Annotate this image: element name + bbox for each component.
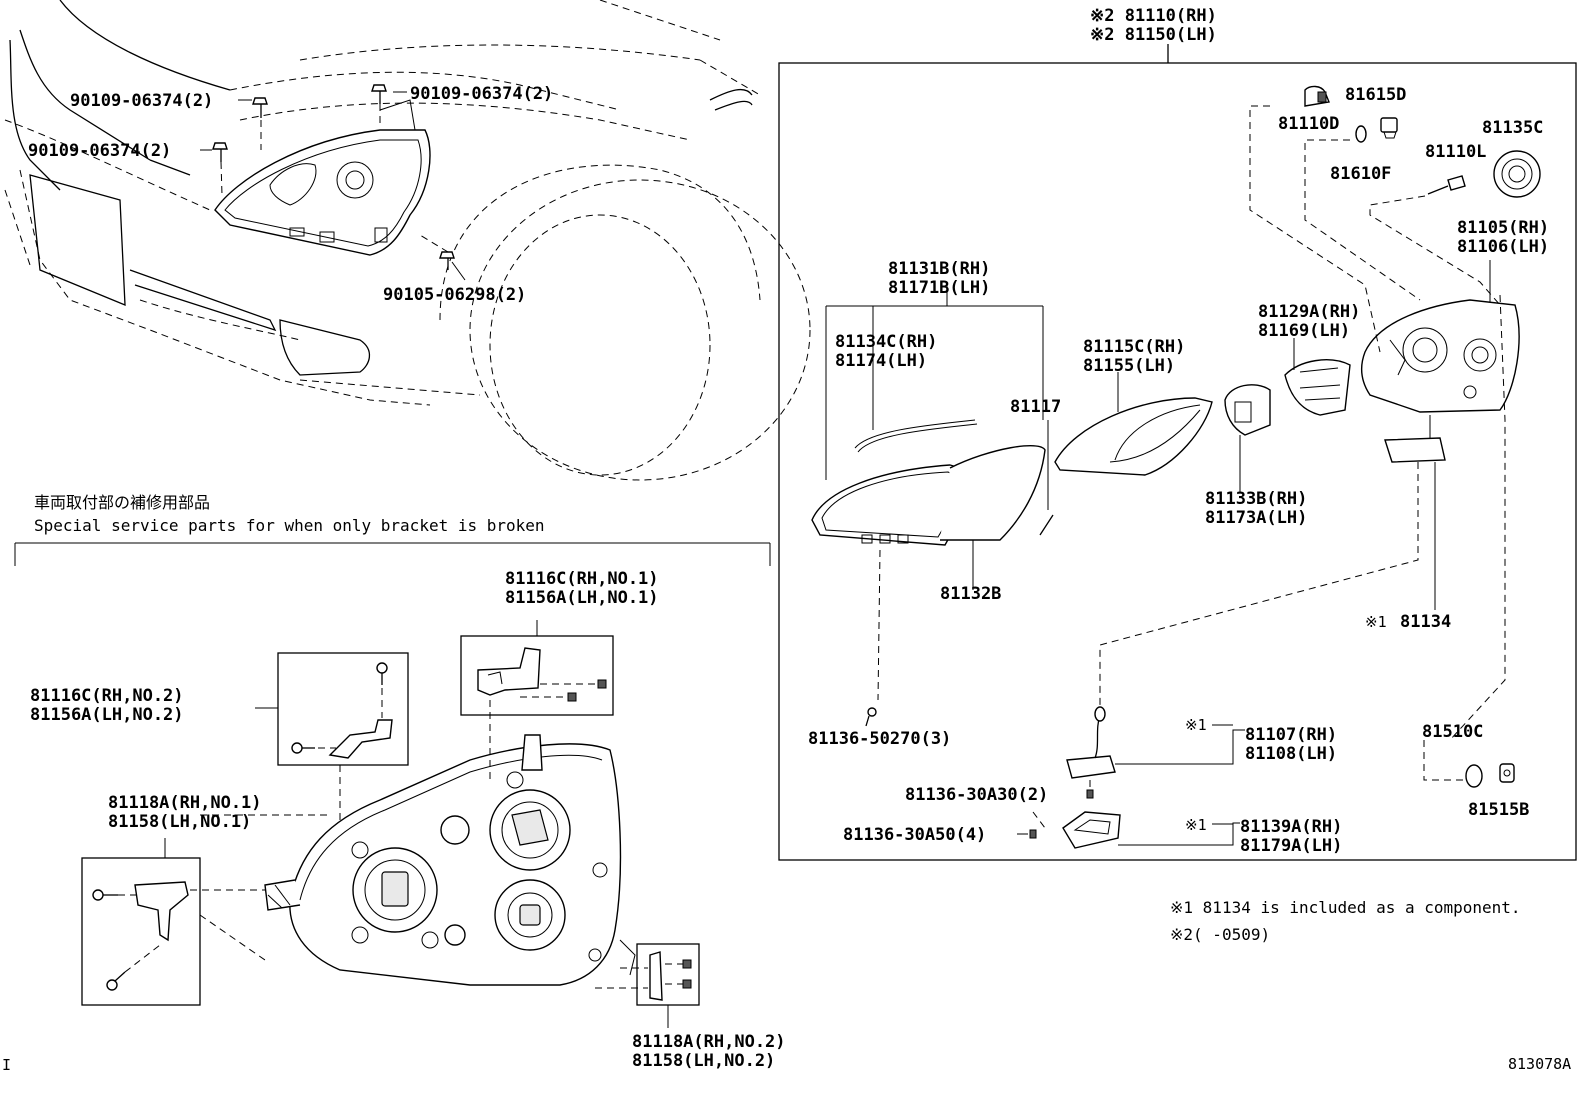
part-label: 81136-30A30(2) — [905, 785, 1048, 805]
part-label: 81515B — [1468, 800, 1529, 820]
part-label: 81136-50270(3) — [808, 729, 951, 749]
part-label: 81118A(RH,NO.2) — [632, 1032, 786, 1052]
bulb-icon — [1427, 175, 1466, 195]
screw-icon — [1086, 789, 1094, 799]
screw-icon — [376, 662, 388, 718]
part-label: 81169(LH) — [1258, 321, 1350, 341]
bolt-icon — [419, 234, 455, 270]
socket-icon — [1380, 117, 1398, 139]
projector-unit — [1224, 384, 1271, 436]
part-label: 81129A(RH) — [1258, 302, 1360, 322]
bolt-icon — [371, 84, 387, 128]
ballast-unit — [1066, 706, 1116, 779]
part-label: 90105-06298(2) — [383, 285, 526, 305]
vehicle-front-outline — [4, 0, 811, 481]
gasket — [1384, 437, 1446, 463]
part-label: 81173A(LH) — [1205, 508, 1307, 528]
part-label: 81107(RH) — [1245, 725, 1337, 745]
corner-mark: I — [2, 1056, 11, 1074]
assembly-box — [778, 62, 1577, 861]
figure-code: 813078A — [1508, 1055, 1571, 1073]
seal-strip — [1039, 514, 1054, 536]
screw-icon — [665, 959, 692, 969]
screw-icon — [1029, 829, 1037, 839]
bulb-icon — [1465, 764, 1483, 788]
part-label: 90109-06374(2) — [70, 91, 213, 111]
part-label: 81116C(RH,NO.2) — [30, 686, 184, 706]
part-label: 81134C(RH) — [835, 332, 937, 352]
bracket-no1 — [477, 647, 541, 696]
part-label: 81179A(LH) — [1240, 836, 1342, 856]
assembly-title-lh: ※2 81150(LH) — [1090, 25, 1217, 45]
part-label: 81110D — [1278, 114, 1339, 134]
screw-icon — [540, 679, 607, 689]
part-label: 81156A(LH,NO.1) — [505, 588, 659, 608]
part-label: 81110L — [1425, 142, 1486, 162]
socket-icon — [1499, 763, 1515, 783]
part-label: 81117 — [1010, 397, 1061, 417]
part-label: 81158(LH,NO.2) — [632, 1051, 775, 1071]
assembly-title-rh: ※2 81110(RH) — [1090, 6, 1217, 26]
ballast-cover — [1062, 811, 1121, 849]
screw-icon — [665, 979, 692, 989]
reflector-unit — [1284, 359, 1351, 416]
part-label: 81118A(RH,NO.1) — [108, 793, 262, 813]
screw-icon — [865, 707, 877, 727]
bolt-icon — [252, 97, 268, 150]
part-label: 81610F — [1330, 164, 1391, 184]
part-label: 81156A(LH,NO.2) — [30, 705, 184, 725]
bulb-icon — [1355, 125, 1367, 143]
headlamp-rear-view — [264, 734, 636, 986]
part-label: 81132B — [940, 584, 1001, 604]
mark-label: ※1 — [1365, 613, 1387, 631]
screw-icon — [520, 692, 577, 702]
part-label: 90109-06374(2) — [28, 141, 171, 161]
mark-label: ※1 — [1185, 816, 1207, 834]
part-label: 81155(LH) — [1083, 356, 1175, 376]
service-note-en: Special service parts for when only brac… — [34, 516, 545, 535]
service-note-jp: 車両取付部の補修用部品 — [34, 493, 210, 512]
bulb-icon — [1304, 85, 1330, 107]
part-label: 81615D — [1345, 85, 1406, 105]
screw-icon — [92, 889, 138, 901]
part-label: 81133B(RH) — [1205, 489, 1307, 509]
part-label: 81510C — [1422, 722, 1483, 742]
part-label: 90109-06374(2) — [410, 84, 553, 104]
part-label: 81174(LH) — [835, 351, 927, 371]
footnote-2: ※2( -0509) — [1170, 925, 1270, 944]
part-label: 81135C — [1482, 118, 1543, 138]
part-label: 81116C(RH,NO.1) — [505, 569, 659, 589]
part-label: 81108(LH) — [1245, 744, 1337, 764]
extension-reflector — [1054, 397, 1213, 476]
bracket-no2 — [328, 719, 393, 759]
part-label: 81131B(RH) — [888, 259, 990, 279]
screw-icon — [106, 944, 161, 991]
bracket-no1-side — [134, 881, 189, 942]
mark-label: ※1 — [1185, 716, 1207, 734]
part-label: 81105(RH) — [1457, 218, 1549, 238]
screw-icon — [291, 742, 336, 754]
part-label: 81136-30A50(4) — [843, 825, 986, 845]
part-label: 81134 — [1400, 612, 1451, 632]
part-label: 81139A(RH) — [1240, 817, 1342, 837]
lens-cover-group — [825, 285, 1044, 480]
bolt-icon — [212, 142, 228, 196]
seal-ring-icon — [1493, 150, 1541, 198]
part-label: 81115C(RH) — [1083, 337, 1185, 357]
bracket-no2-side — [649, 951, 663, 1001]
part-label: 81106(LH) — [1457, 237, 1549, 257]
lens-seal — [940, 445, 1046, 541]
headlamp-housing — [1361, 299, 1520, 413]
part-label: 81171B(LH) — [888, 278, 990, 298]
part-label: 81158(LH,NO.1) — [108, 812, 251, 832]
footnote-1: ※1 81134 is included as a component. — [1170, 898, 1521, 917]
installed-headlamp — [214, 99, 431, 256]
